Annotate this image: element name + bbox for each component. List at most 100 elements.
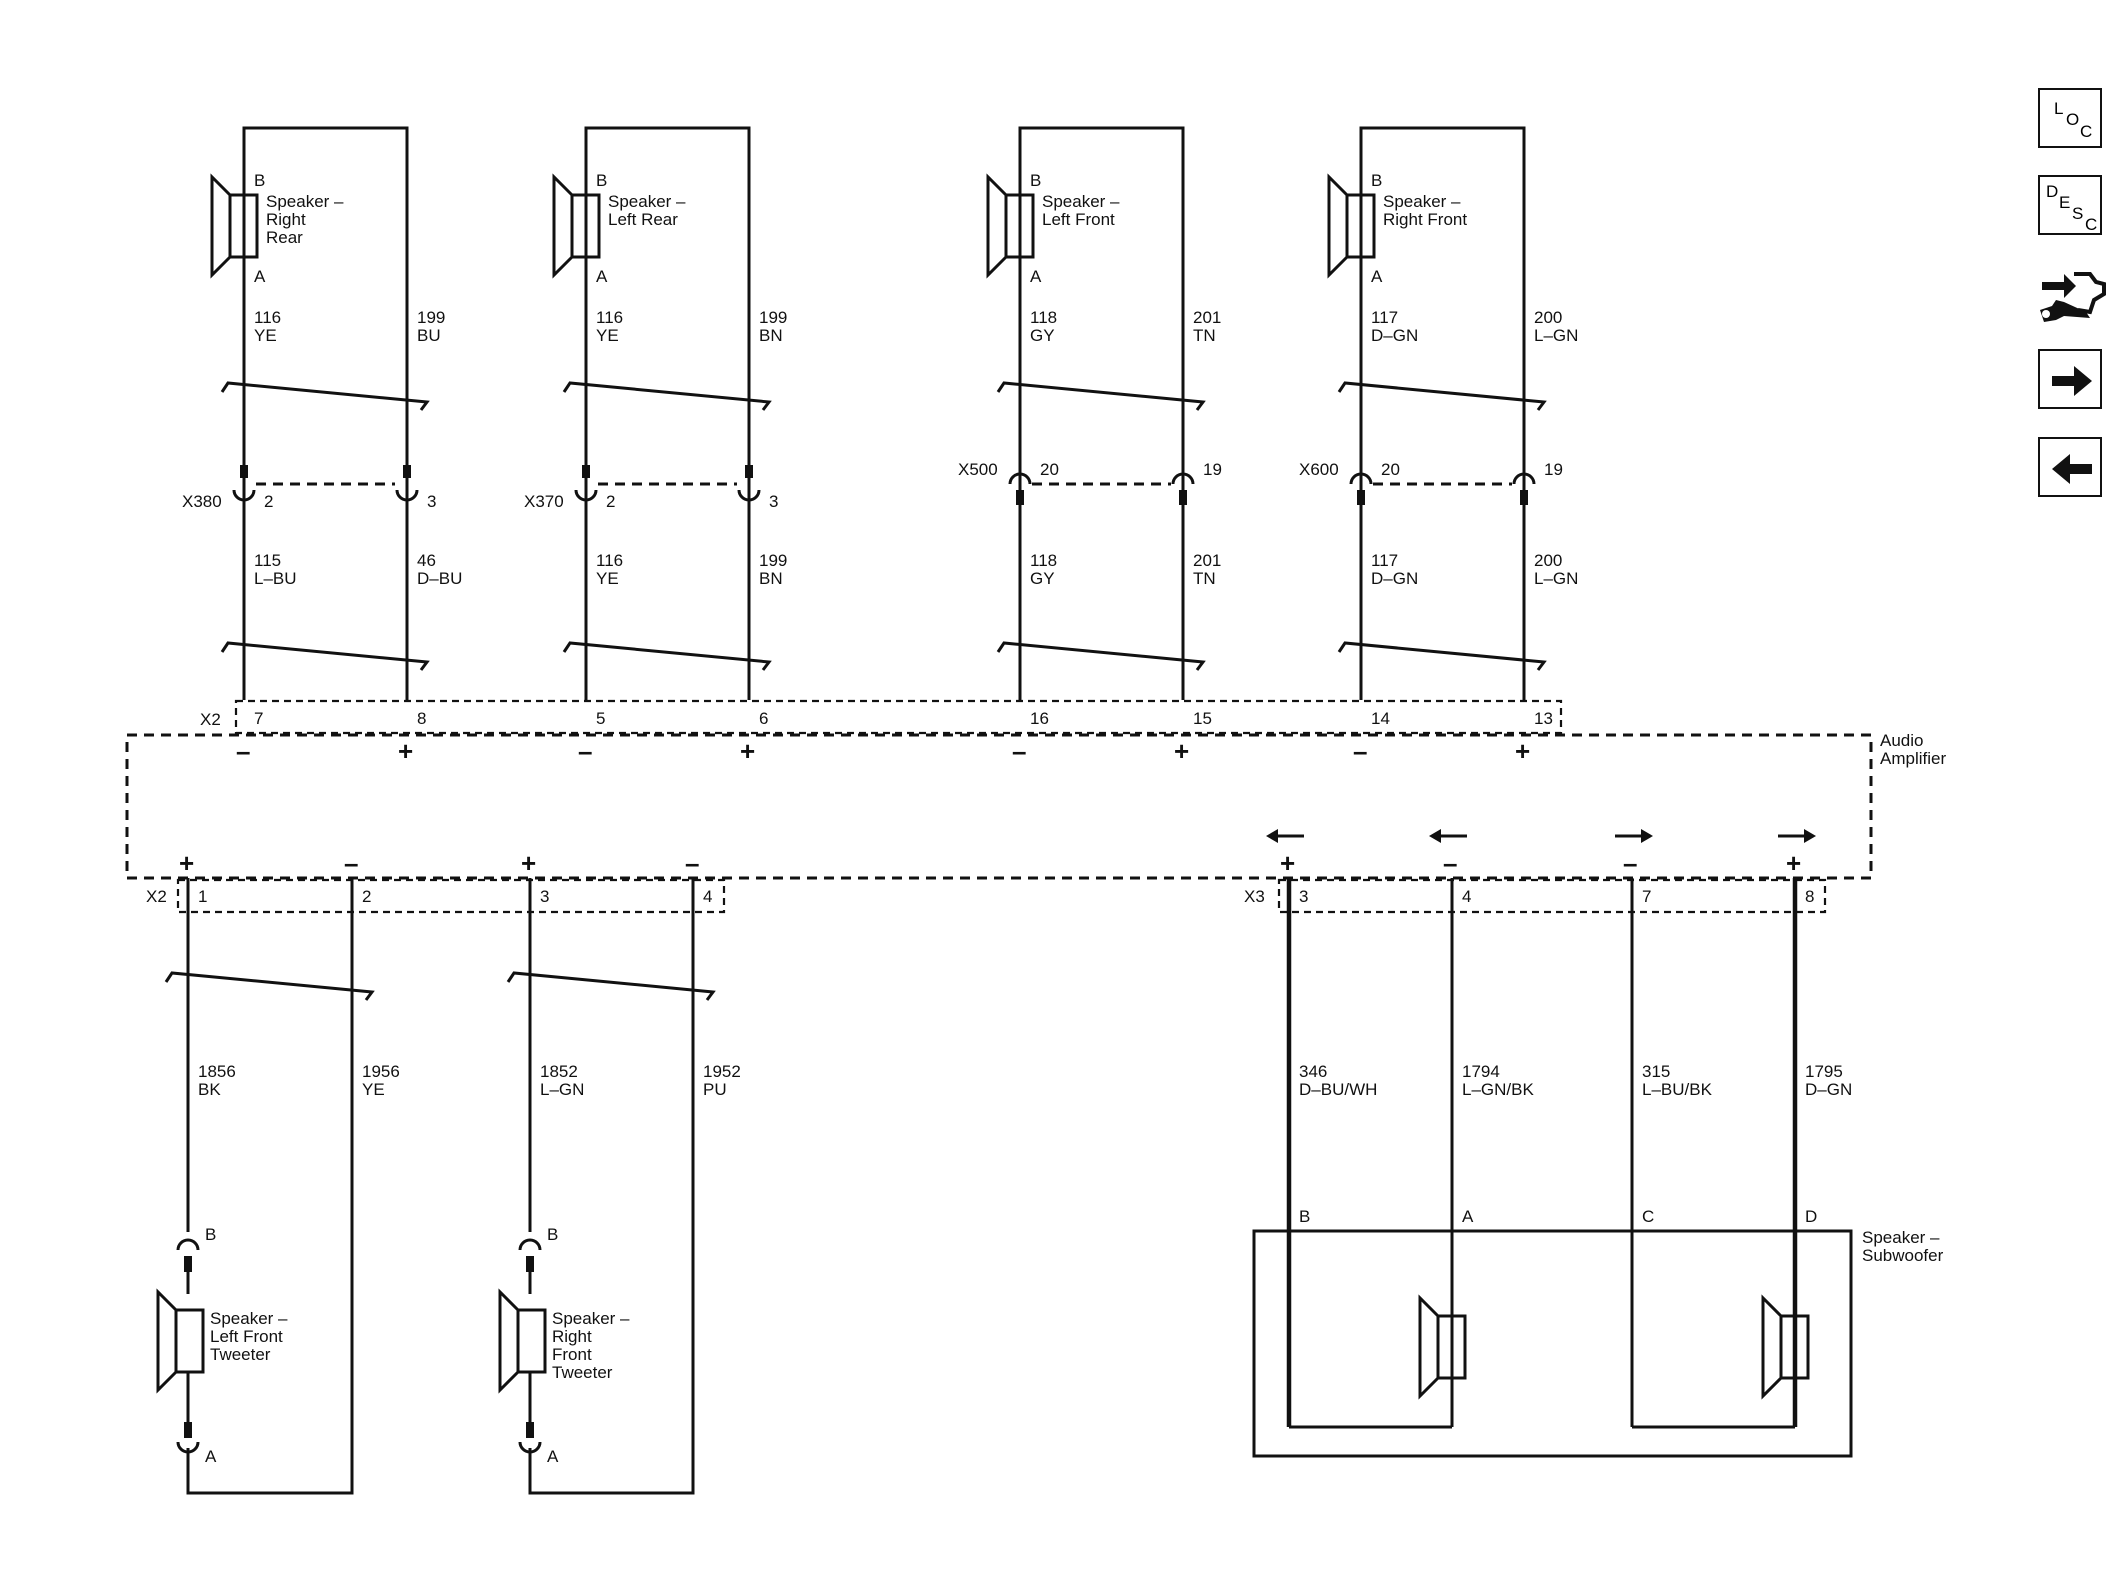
- amplifier-pin-number: 2: [362, 887, 371, 906]
- wire-color: D–BU: [417, 569, 462, 588]
- wire-color: YE: [254, 326, 277, 345]
- tweeter-pin-a: A: [547, 1447, 559, 1466]
- tweeter-terminal: [518, 1238, 542, 1251]
- tweeter-pin-b: B: [205, 1225, 216, 1244]
- subwoofer-pin: C: [1642, 1207, 1654, 1226]
- previous-page-button[interactable]: [2038, 437, 2102, 497]
- subwoofer-name-line-0: Speaker –: [1862, 1228, 1940, 1247]
- wire-color: D–GN: [1805, 1080, 1852, 1099]
- connector-pin-number: 3: [769, 492, 778, 511]
- speaker-pin-a: A: [1030, 267, 1042, 286]
- amplifier-pin-number: 7: [1642, 887, 1651, 906]
- twisted-pair-mark: [562, 381, 772, 411]
- tweeter-icon: [156, 1288, 205, 1394]
- wire-color: TN: [1193, 569, 1216, 588]
- tweeter-name-line-0: Speaker –: [210, 1309, 288, 1328]
- location-icon: L O C: [2054, 99, 2092, 141]
- wire-circuit-number: 201: [1193, 308, 1221, 327]
- amplifier-name-line-0: Audio: [1880, 731, 1923, 750]
- polarity-mark: –: [1623, 848, 1637, 878]
- wire-circuit-number: 1952: [703, 1062, 741, 1081]
- polarity-mark: –: [1353, 736, 1367, 766]
- speaker-loop-wire: [1018, 126, 1185, 700]
- subwoofer-speaker-icon-cone: [1418, 1294, 1440, 1400]
- amplifier-connector-x2-bottom: [176, 878, 726, 914]
- amplifier-pin-number: 3: [540, 887, 549, 906]
- speaker-pin-a: A: [1371, 267, 1383, 286]
- arrow-right-icon: [2052, 366, 2092, 396]
- subwoofer-pin: D: [1805, 1207, 1817, 1226]
- speaker-name-line-1: Left Front: [1042, 210, 1115, 229]
- arrow-head: [1266, 829, 1278, 843]
- wire-circuit-number: 115: [254, 551, 281, 570]
- wire-circuit-number: 116: [254, 308, 281, 327]
- polarity-mark: +: [1786, 848, 1801, 878]
- desc-letter-d: D: [2046, 182, 2058, 201]
- wire-color: D–GN: [1371, 569, 1418, 588]
- connector-terminal: [1349, 472, 1373, 485]
- speaker-name-line-0: Speaker –: [266, 192, 344, 211]
- twisted-pair-mark: [220, 641, 430, 671]
- twisted-pair-mark: [996, 381, 1206, 411]
- amplifier-pin-number: 13: [1534, 709, 1553, 728]
- loc-letter-c: C: [2080, 122, 2092, 141]
- wire-color: BU: [417, 326, 441, 345]
- tweeter-icon: [498, 1288, 547, 1394]
- connector-terminal: [1008, 472, 1032, 485]
- twisted-pair-mark: [1337, 381, 1547, 411]
- inline-connector-name: X600: [1299, 460, 1339, 479]
- amplifier-pin-number: 8: [1805, 887, 1814, 906]
- amplifier-pin-number: 4: [1462, 887, 1471, 906]
- wire-color: L–BU/BK: [1642, 1080, 1713, 1099]
- wire-circuit-number: 201: [1193, 551, 1221, 570]
- wire-circuit-number: 1794: [1462, 1062, 1500, 1081]
- speaker-icon-magnet: [1004, 193, 1035, 259]
- loc-letter-o: O: [2066, 110, 2079, 129]
- amplifier-connector-name: X3: [1244, 887, 1265, 906]
- location-button[interactable]: L O C: [2038, 88, 2102, 148]
- wire-color: BN: [759, 569, 783, 588]
- wire-color: TN: [1193, 326, 1216, 345]
- description-icon: D E S C: [2046, 182, 2097, 234]
- tweeter-pin-a: A: [205, 1447, 217, 1466]
- speaker-icon: [210, 173, 259, 279]
- speaker-icon-magnet: [1345, 193, 1376, 259]
- wire-color: GY: [1030, 569, 1055, 588]
- wire-circuit-number: 346: [1299, 1062, 1327, 1081]
- connector-view-button[interactable]: [2034, 260, 2110, 332]
- description-button[interactable]: D E S C: [2038, 175, 2102, 235]
- speaker-icon: [552, 173, 601, 279]
- tweeter-name-line-2: Front: [552, 1345, 592, 1364]
- next-page-button[interactable]: [2038, 349, 2102, 409]
- wire-circuit-number: 315: [1642, 1062, 1670, 1081]
- arrow-right-icon: [1615, 829, 1653, 843]
- speaker-loop-wire: [242, 126, 409, 700]
- connector-terminal: [1171, 472, 1195, 485]
- wire-circuit-number: 199: [759, 308, 787, 327]
- tweeter-name-line-3: Tweeter: [552, 1363, 613, 1382]
- amplifier-connector-x3: [1277, 878, 1827, 914]
- tweeter-name-line-0: Speaker –: [552, 1309, 630, 1328]
- speaker-icon-cone: [1327, 173, 1349, 279]
- amplifier-pin-number: 7: [254, 709, 263, 728]
- speaker-icon: [1327, 173, 1376, 279]
- arrow-left-icon: [1429, 829, 1467, 843]
- inline-connector-name: X380: [182, 492, 222, 511]
- twisted-pair-mark: [220, 381, 430, 411]
- amplifier-pin-number: 14: [1371, 709, 1390, 728]
- wire-color: BK: [198, 1080, 221, 1099]
- polarity-mark: +: [1174, 736, 1189, 766]
- speaker-icon-magnet: [570, 193, 601, 259]
- polarity-mark: –: [685, 848, 699, 878]
- wire-circuit-number: 1852: [540, 1062, 578, 1081]
- amplifier-pin-number: 3: [1299, 887, 1308, 906]
- tweeter-terminal: [518, 1441, 542, 1454]
- polarity-mark: –: [578, 736, 592, 766]
- tweeter-name-line-1: Left Front: [210, 1327, 283, 1346]
- amplifier-connector-x2-top: [234, 699, 1563, 735]
- arrow-head: [1641, 829, 1653, 843]
- amplifier-connector-name: X2: [146, 887, 167, 906]
